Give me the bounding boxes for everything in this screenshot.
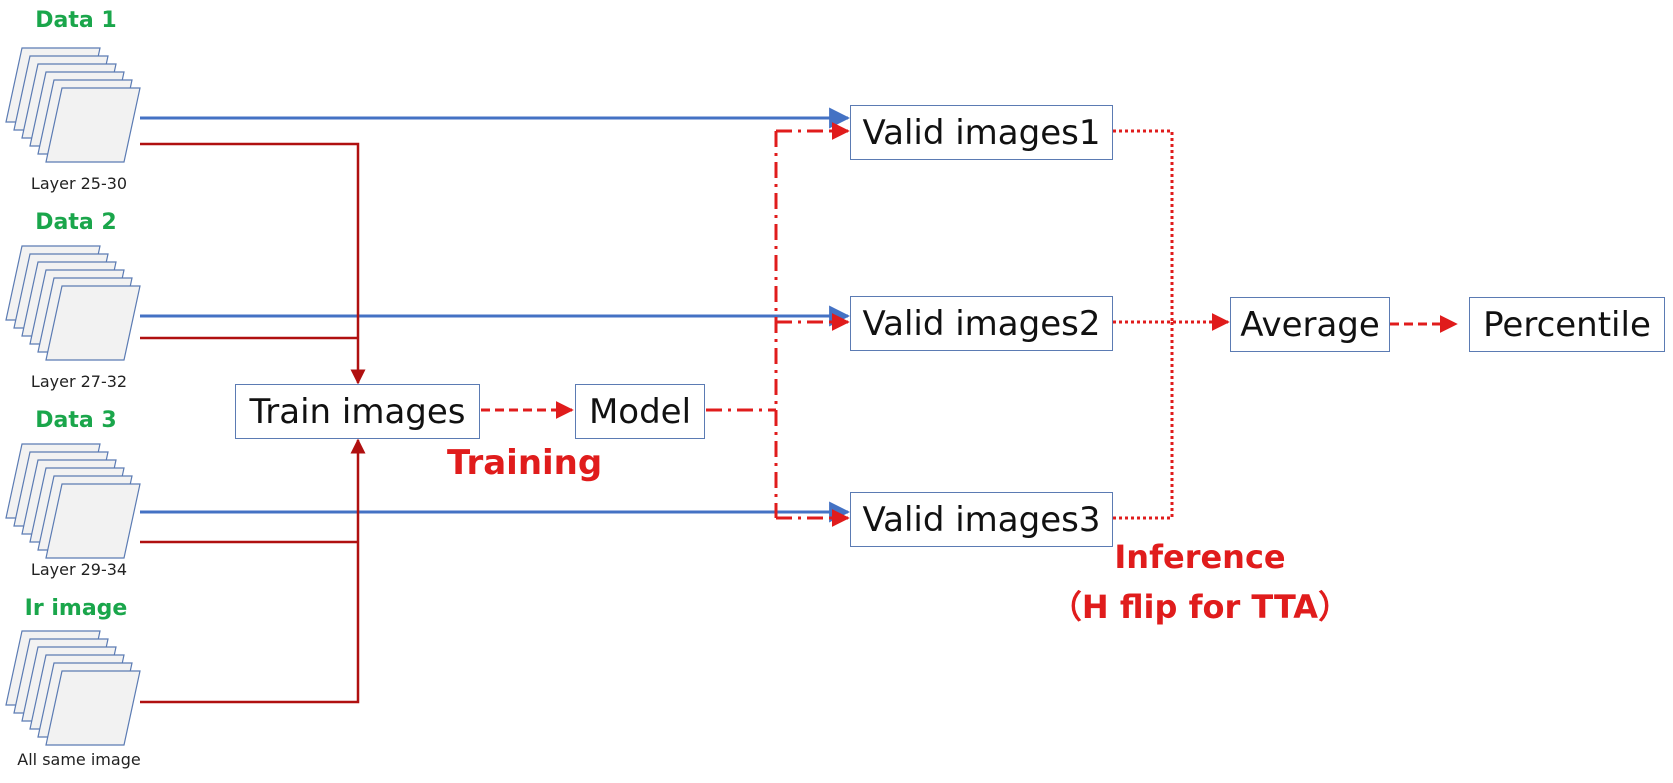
input-label-data2: Layer 27-32 [30,372,128,391]
blue-arrows [140,107,851,523]
ensemble-lines [1113,129,1230,520]
line-irimage-to-train [140,438,366,704]
input-title-irimage: Ir image [24,596,128,621]
inference-lines [706,122,850,527]
input-label-data3: Layer 29-34 [30,560,128,579]
training-label: Training [447,443,603,483]
train-input-lines [140,142,366,704]
valid1-to-average [1113,129,1174,322]
image-stack-data3 [5,443,141,559]
percentile-box: Percentile [1469,297,1665,352]
image-stack-data1 [5,47,141,163]
valid-images3-box: Valid images3 [850,492,1113,547]
image-sheet [45,285,141,361]
input-label-data1: Layer 25-30 [30,174,128,193]
valid3-to-average [1113,322,1174,520]
train-images-box: Train images [235,384,480,439]
image-sheet [45,670,141,746]
input-title-data1: Data 1 [35,8,117,33]
image-stack-irimage [5,630,141,746]
average-box: Average [1230,297,1390,352]
image-sheet [45,483,141,559]
inference-sublabel: （H flip for TTA） [1049,588,1351,626]
model-box: Model [575,384,705,439]
input-title-data3: Data 3 [35,408,117,433]
image-stack-data2 [5,245,141,361]
valid-images1-box: Valid images1 [850,105,1113,160]
input-title-data2: Data 2 [35,210,117,235]
line-data1-to-train [140,142,366,385]
image-sheet [45,87,141,163]
valid-images2-box: Valid images2 [850,296,1113,351]
input-label-irimage: All same image [17,750,141,769]
inference-label: Inference [1114,538,1286,576]
